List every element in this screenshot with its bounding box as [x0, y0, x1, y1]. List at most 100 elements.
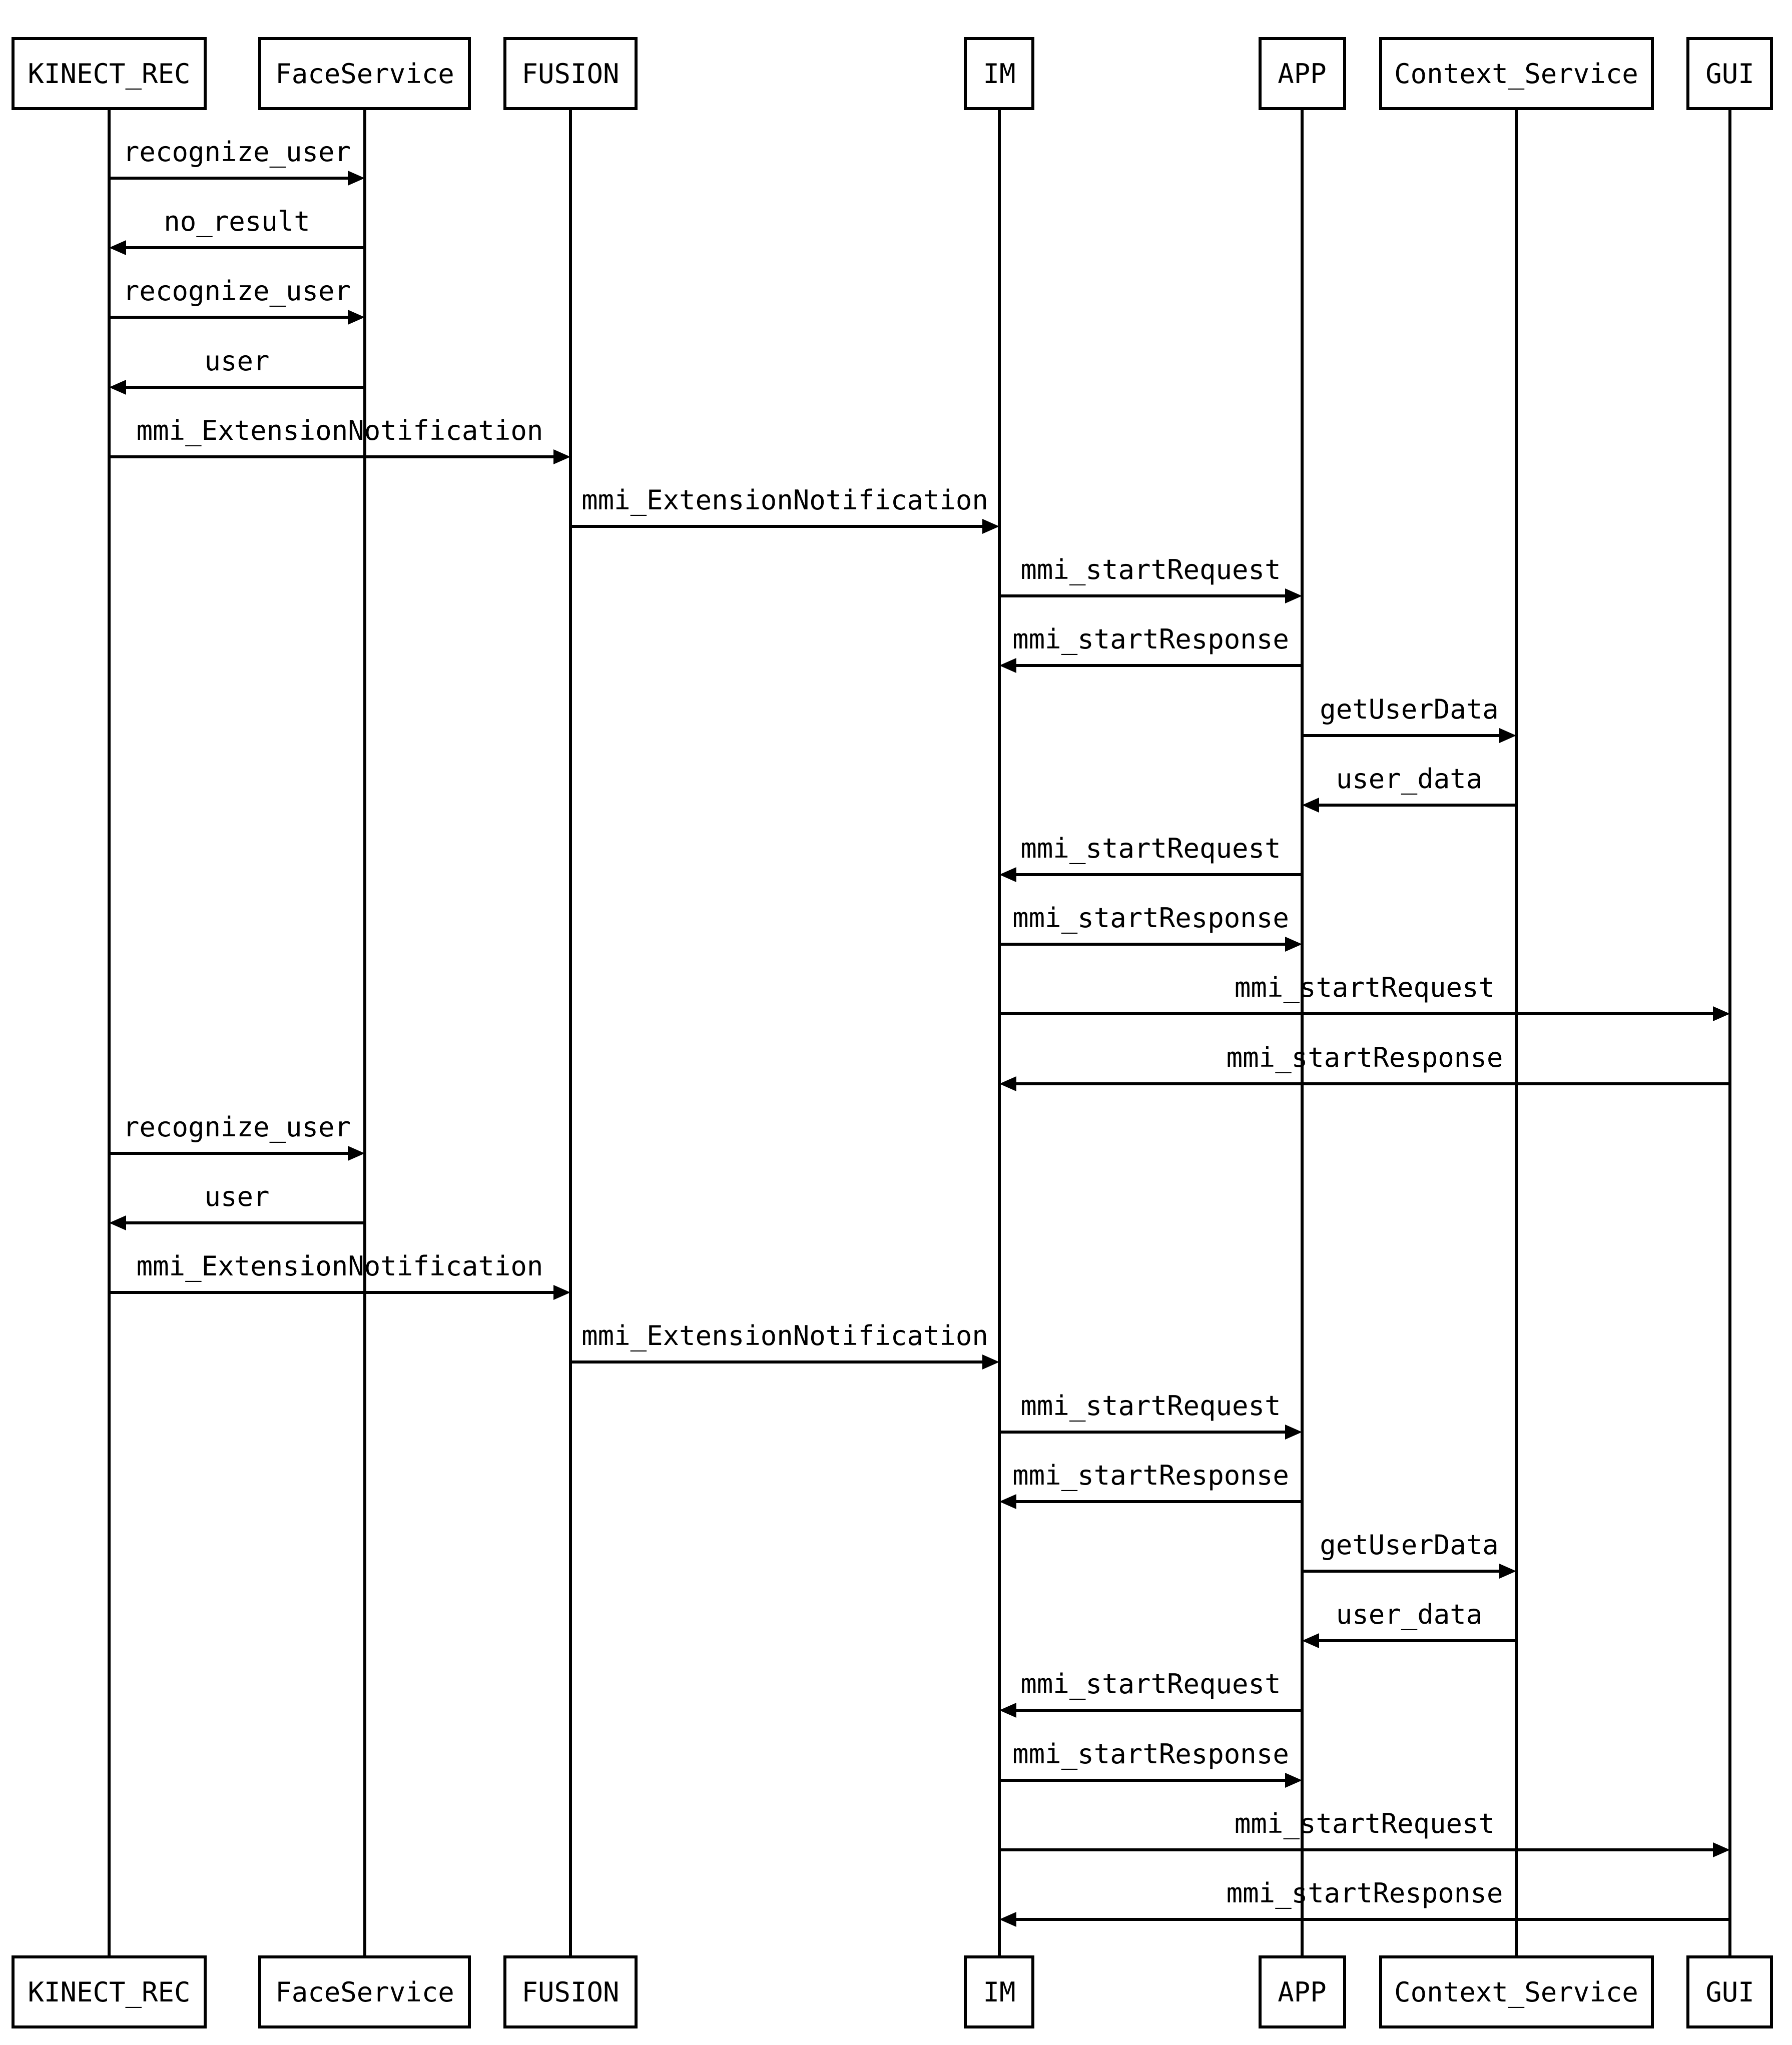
message-label: mmi_startResponse	[1012, 1460, 1289, 1491]
participant-context-service-top: Context_Service	[1379, 37, 1654, 110]
arrowhead-icon	[1285, 1425, 1302, 1440]
participant-label: KINECT_REC	[28, 58, 190, 90]
messages: recognize_userno_resultrecognize_useruse…	[109, 136, 1730, 1927]
message-label: user_data	[1336, 763, 1483, 795]
message-getuserdata: getUserData	[1302, 1529, 1516, 1579]
message-label: getUserData	[1320, 694, 1499, 725]
participant-label: APP	[1278, 1976, 1327, 2008]
message-mmi-startrequest: mmi_startRequest	[999, 1390, 1302, 1440]
arrowhead-icon	[1285, 588, 1302, 603]
participant-box	[1259, 37, 1346, 110]
arrowhead-icon	[348, 171, 365, 186]
participant-box	[503, 37, 638, 110]
message-label: mmi_ExtensionNotification	[137, 1250, 543, 1282]
participant-box	[1379, 37, 1654, 110]
participant-box	[1686, 1955, 1773, 2028]
arrowhead-icon	[1302, 798, 1319, 813]
message-user-data: user_data	[1302, 1599, 1516, 1648]
message-recognize-user: recognize_user	[109, 1111, 365, 1161]
participant-gui-top: GUI	[1686, 37, 1773, 110]
arrowhead-icon	[999, 867, 1016, 882]
participant-label: FUSION	[521, 1976, 619, 2008]
arrowhead-icon	[1713, 1006, 1730, 1021]
participant-im-bottom: IM	[964, 1955, 1034, 2028]
participant-box	[503, 1955, 638, 2028]
message-mmi-startrequest: mmi_startRequest	[999, 554, 1302, 603]
participant-label: FaceService	[275, 1976, 454, 2008]
message-mmi-extensionnotification: mmi_ExtensionNotification	[109, 1250, 570, 1300]
arrowhead-icon	[1285, 1773, 1302, 1788]
message-label: mmi_ExtensionNotification	[581, 484, 988, 516]
message-label: mmi_ExtensionNotification	[581, 1320, 988, 1351]
arrowhead-icon	[999, 1494, 1016, 1509]
participant-fusion-bottom: FUSION	[503, 1955, 638, 2028]
participant-label: KINECT_REC	[28, 1976, 190, 2008]
message-label: mmi_startRequest	[1020, 1668, 1281, 1700]
message-label: mmi_startResponse	[1227, 1042, 1503, 1073]
participant-box	[258, 37, 471, 110]
message-label: mmi_startRequest	[1020, 833, 1281, 864]
arrowhead-icon	[1302, 1633, 1319, 1648]
message-mmi-startresponse: mmi_startResponse	[999, 623, 1302, 673]
message-mmi-extensionnotification: mmi_ExtensionNotification	[570, 1320, 999, 1370]
message-label: user_data	[1336, 1599, 1483, 1630]
arrowhead-icon	[1499, 728, 1516, 743]
participants: KINECT_RECKINECT_RECFaceServiceFaceServi…	[12, 37, 1773, 2028]
message-label: mmi_startRequest	[1235, 1808, 1495, 1839]
message-user: user	[109, 1181, 365, 1230]
participant-label: FaceService	[275, 58, 454, 90]
message-recognize-user: recognize_user	[109, 136, 365, 186]
participant-label: GUI	[1705, 58, 1754, 90]
participant-label: FUSION	[521, 58, 619, 90]
message-label: user	[204, 1181, 269, 1212]
message-label: mmi_startResponse	[1227, 1877, 1503, 1909]
lifelines	[108, 109, 1731, 1957]
message-label: mmi_startRequest	[1020, 1390, 1281, 1422]
message-recognize-user: recognize_user	[109, 275, 365, 325]
message-mmi-startrequest: mmi_startRequest	[999, 1808, 1730, 1857]
participant-box	[964, 37, 1034, 110]
message-user-data: user_data	[1302, 763, 1516, 813]
participant-box	[1259, 1955, 1346, 2028]
participant-label: Context_Service	[1394, 58, 1638, 90]
arrowhead-icon	[1285, 937, 1302, 952]
arrowhead-icon	[1499, 1564, 1516, 1579]
participant-label: APP	[1278, 58, 1327, 90]
message-getuserdata: getUserData	[1302, 694, 1516, 743]
message-label: getUserData	[1320, 1529, 1499, 1561]
message-mmi-extensionnotification: mmi_ExtensionNotification	[570, 484, 999, 534]
arrowhead-icon	[999, 1076, 1016, 1091]
message-label: mmi_startResponse	[1012, 1738, 1289, 1770]
arrowhead-icon	[982, 519, 999, 534]
arrowhead-icon	[999, 658, 1016, 673]
message-label: user	[204, 345, 269, 377]
message-mmi-startrequest: mmi_startRequest	[999, 1668, 1302, 1718]
arrowhead-icon	[109, 1215, 126, 1230]
participant-gui-bottom: GUI	[1686, 1955, 1773, 2028]
participant-box	[1686, 37, 1773, 110]
arrowhead-icon	[982, 1354, 999, 1370]
participant-box	[258, 1955, 471, 2028]
participant-box	[964, 1955, 1034, 2028]
arrowhead-icon	[999, 1703, 1016, 1718]
participant-faceservice-top: FaceService	[258, 37, 471, 110]
participant-box	[12, 37, 207, 110]
arrowhead-icon	[999, 1912, 1016, 1927]
participant-app-top: APP	[1259, 37, 1346, 110]
arrowhead-icon	[348, 1146, 365, 1161]
message-label: no_result	[164, 206, 310, 237]
message-mmi-startrequest: mmi_startRequest	[999, 833, 1302, 882]
message-label: mmi_startRequest	[1235, 972, 1495, 1003]
message-mmi-extensionnotification: mmi_ExtensionNotification	[109, 415, 570, 464]
participant-im-top: IM	[964, 37, 1034, 110]
participant-faceservice-bottom: FaceService	[258, 1955, 471, 2028]
message-label: recognize_user	[123, 136, 351, 168]
message-mmi-startrequest: mmi_startRequest	[999, 972, 1730, 1021]
message-mmi-startresponse: mmi_startResponse	[999, 902, 1302, 952]
message-label: mmi_ExtensionNotification	[137, 415, 543, 446]
arrowhead-icon	[1713, 1842, 1730, 1857]
message-label: mmi_startResponse	[1012, 623, 1289, 655]
arrowhead-icon	[109, 380, 126, 395]
participant-label: IM	[983, 58, 1015, 90]
